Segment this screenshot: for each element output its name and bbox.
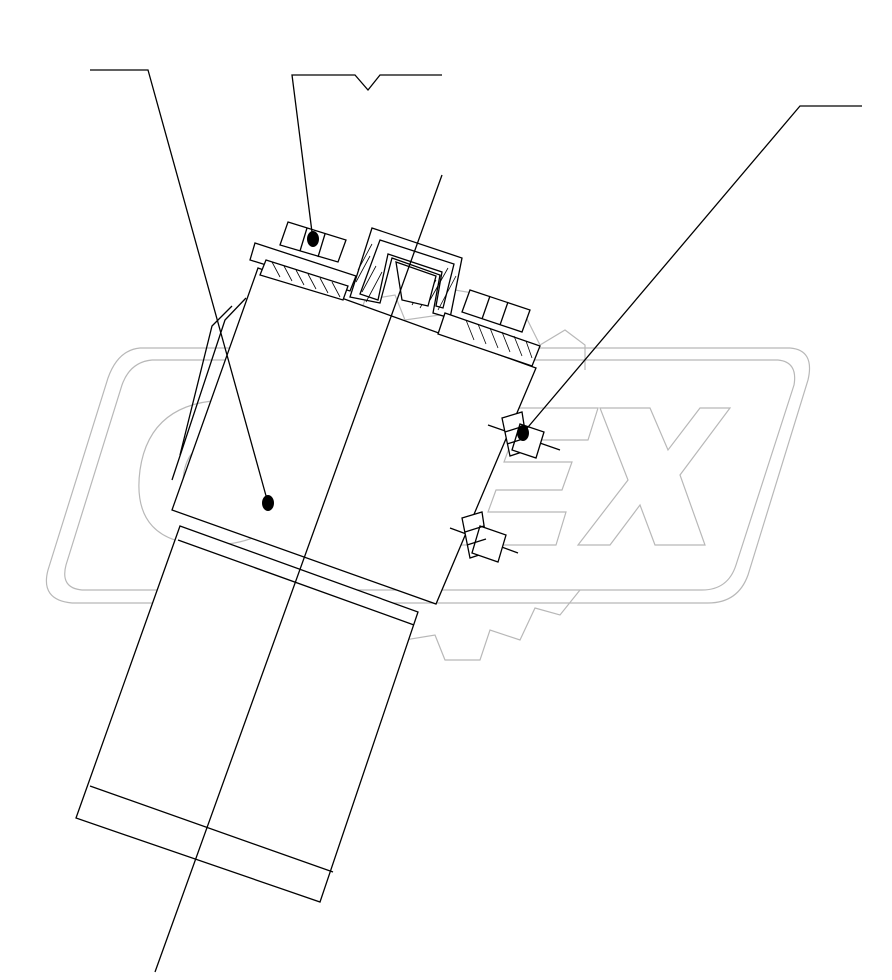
side-bolt-lower	[449, 511, 519, 563]
lower-tube	[75, 525, 419, 903]
leader-top-bolt	[291, 74, 442, 241]
top-right-flange	[437, 289, 541, 367]
callout-dot-side-nut	[517, 425, 529, 441]
leader-body	[90, 69, 269, 504]
leader-side-nut	[522, 105, 862, 434]
center-axis-line	[154, 174, 443, 973]
callout-dot-top-bolt	[307, 231, 319, 247]
center-u-channel	[349, 227, 463, 319]
callout-dot-body	[262, 495, 274, 511]
